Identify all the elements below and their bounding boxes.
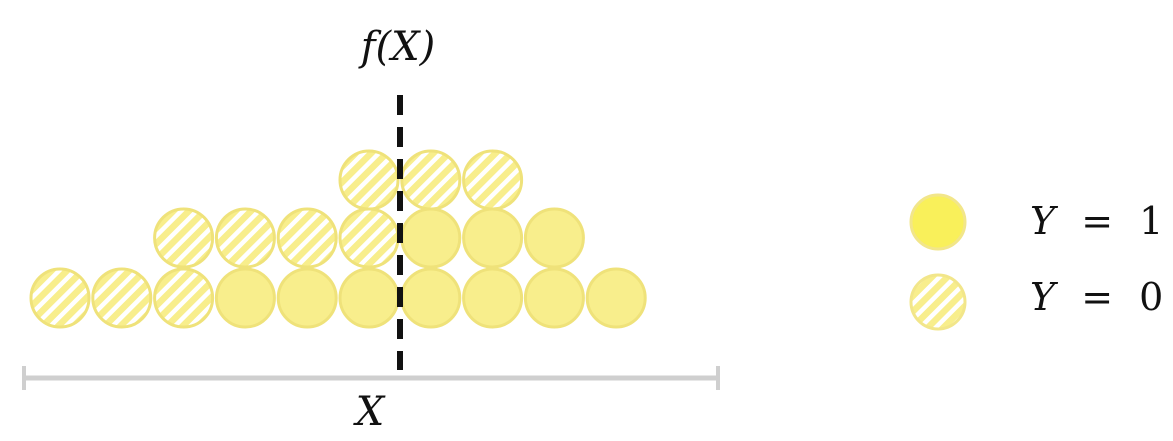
legend-negative-dot <box>909 273 967 331</box>
dot-negative <box>338 207 400 269</box>
dot-positive <box>462 267 524 329</box>
dot-negative <box>91 267 153 329</box>
dot-negative <box>462 149 524 211</box>
svg-text:Y = 0: Y = 0 <box>1030 275 1163 319</box>
legend-positive-val: 1 <box>1139 199 1163 243</box>
dot-negative <box>214 207 276 269</box>
dot-positive <box>400 267 462 329</box>
legend-positive-dot <box>909 193 967 251</box>
legend: Y = 1 Y = 0 <box>909 193 1163 331</box>
dot-negative <box>153 267 215 329</box>
dot-grid <box>29 149 647 329</box>
legend-negative-var: Y <box>1030 275 1059 319</box>
x-axis <box>22 366 720 390</box>
dot-negative <box>338 149 400 211</box>
dot-negative <box>276 207 338 269</box>
threshold-label: f(X) <box>358 24 436 70</box>
dot-positive <box>585 267 647 329</box>
dot-positive <box>462 207 524 269</box>
dot-negative <box>153 207 215 269</box>
dot-negative <box>400 149 462 211</box>
dot-positive <box>523 207 585 269</box>
dot-negative <box>29 267 91 329</box>
svg-text:Y = 1: Y = 1 <box>1030 199 1163 243</box>
legend-negative-val: 0 <box>1139 275 1163 319</box>
legend-item-positive: Y = 1 <box>909 193 1163 251</box>
dot-positive <box>400 207 462 269</box>
legend-positive-eq: = <box>1081 199 1113 243</box>
legend-positive-var: Y <box>1030 199 1059 243</box>
dot-positive <box>214 267 276 329</box>
dot-positive <box>523 267 585 329</box>
dot-positive <box>338 267 400 329</box>
legend-negative-eq: = <box>1081 275 1113 319</box>
legend-item-negative: Y = 0 <box>909 273 1163 331</box>
x-axis-label: X <box>353 389 386 435</box>
dot-positive <box>276 267 338 329</box>
